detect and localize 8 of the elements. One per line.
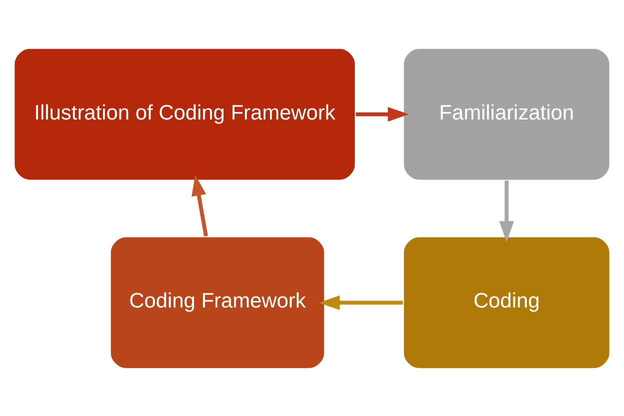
arrow <box>499 180 514 242</box>
arrow <box>192 174 208 236</box>
arrow <box>356 106 409 122</box>
node-box: Familiarization <box>402 47 611 181</box>
arrow <box>318 294 403 310</box>
node-box: Coding <box>402 235 611 369</box>
node-box: Illustration of Coding Framework <box>13 47 356 181</box>
node-box: Coding Framework <box>110 235 326 369</box>
